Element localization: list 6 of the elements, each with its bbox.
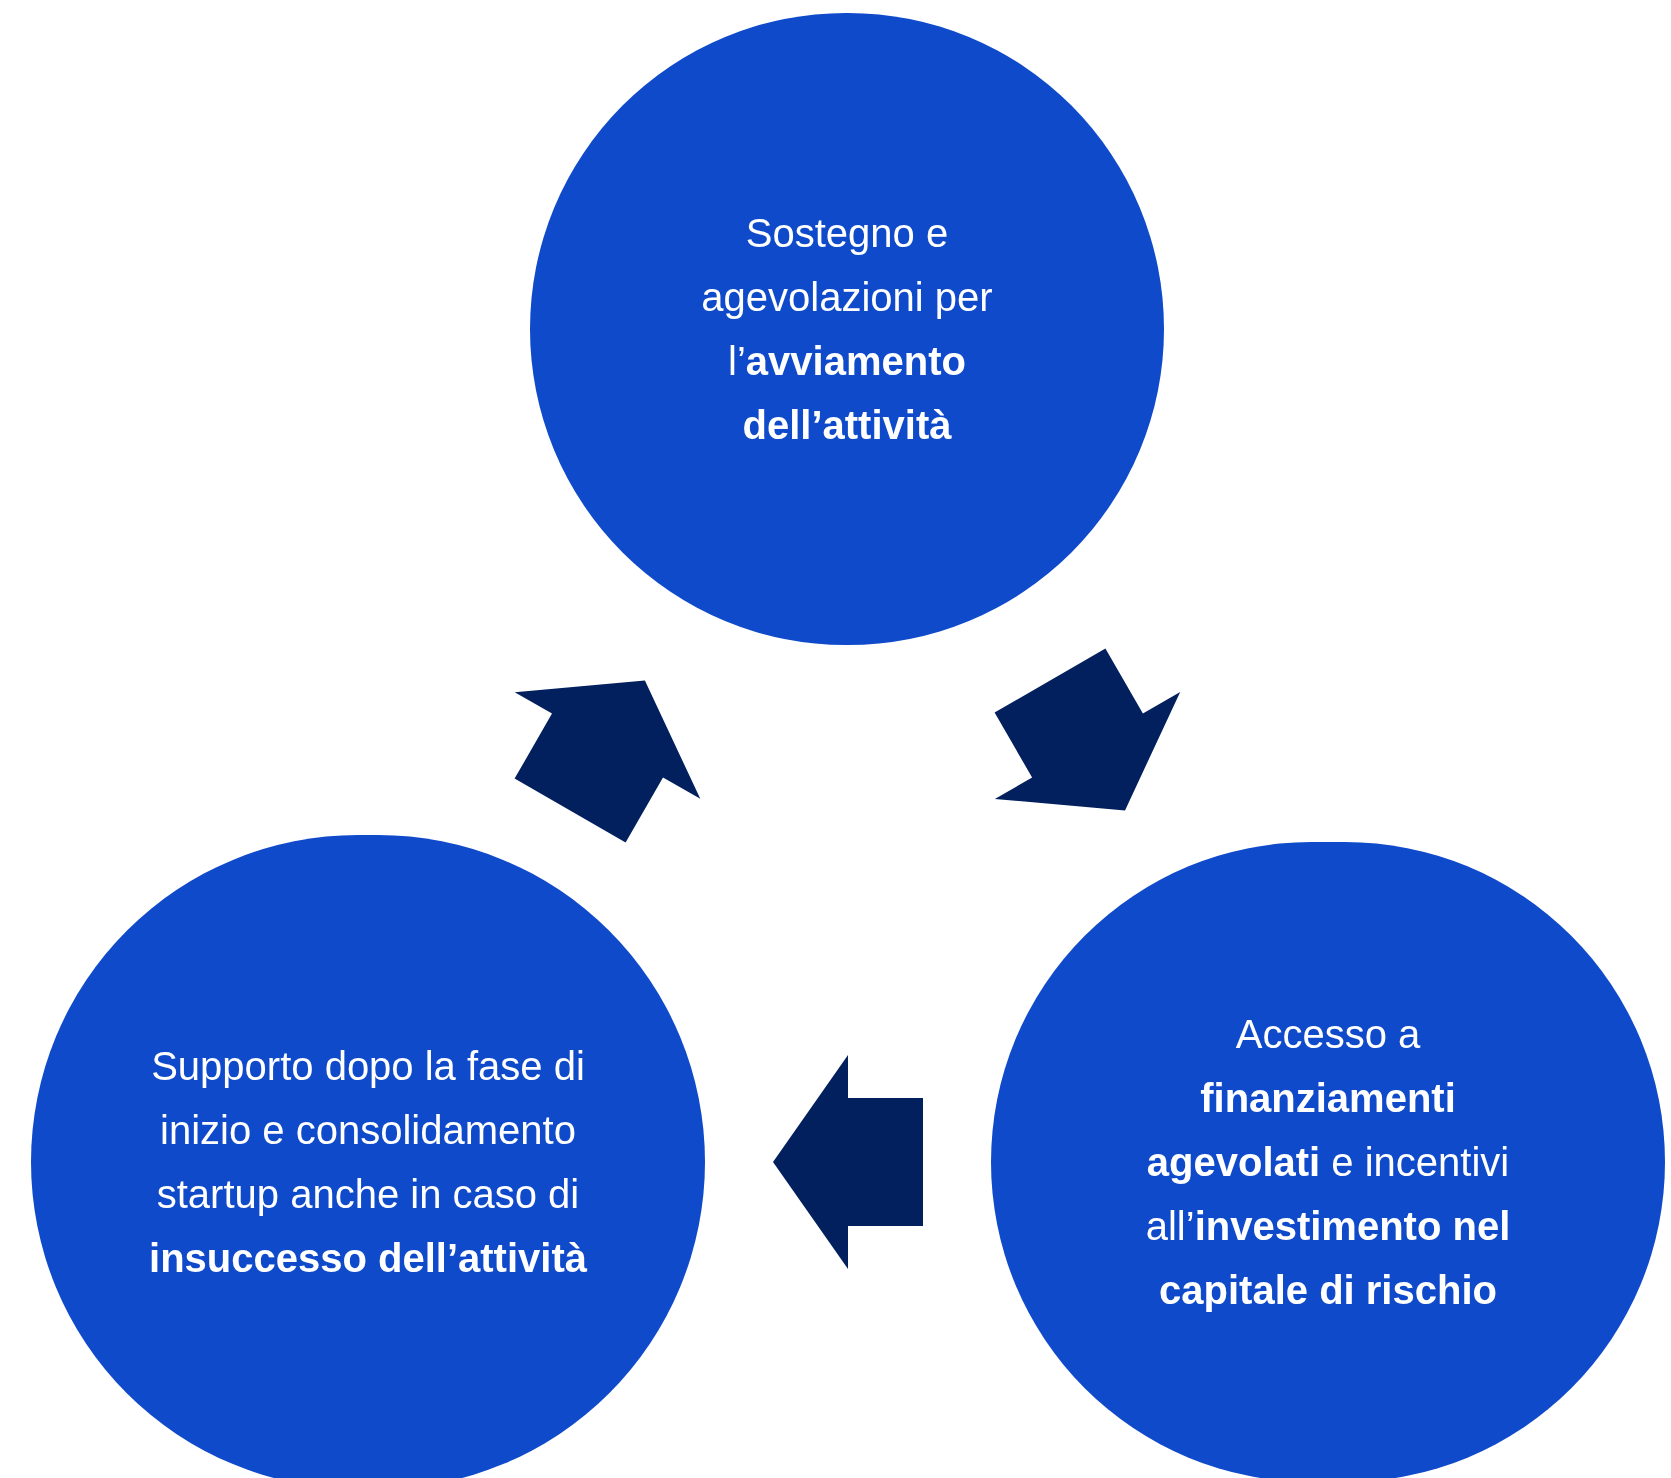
block-arrow	[994, 648, 1181, 811]
node-text: Supporto dopo la fase di inizio e consolidamento startup anche in caso di insuccesso dell’attività	[148, 1043, 588, 1282]
node-text: Accesso a finanziamenti agevolati e incentivi all’investimento nel capitale di rischio	[1144, 1011, 1512, 1314]
node-text: Sostegno e agevolazioni per l’avviamento dell’attività	[700, 210, 994, 449]
block-arrow	[773, 1055, 923, 1269]
block-arrow	[514, 680, 701, 843]
